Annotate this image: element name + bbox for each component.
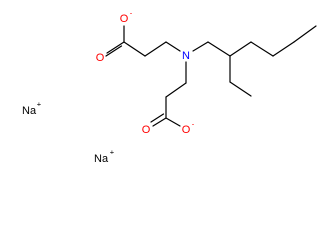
bond-c4-c5 — [207, 41, 231, 57]
structure-drawing: O - O N O O - Na + Na + — [22, 9, 317, 166]
sodium-ion-1-charge: + — [37, 100, 42, 109]
charge-bottom-oxygen: - — [192, 120, 195, 129]
atom-oxygen-top-carbonyl: O — [96, 52, 105, 64]
bond-c7-c8 — [272, 41, 295, 57]
atom-nitrogen: N — [182, 50, 190, 62]
atom-oxygen-bottom-carbonyl: O — [142, 124, 151, 136]
sodium-ion-2: Na — [94, 153, 109, 165]
sodium-ion-2-charge: + — [110, 148, 115, 157]
bonds — [105, 25, 317, 127]
bond-c14-o-minus — [165, 117, 181, 127]
bond-c6-c7 — [250, 41, 274, 57]
atom-oxygen-bottom-anion: O — [182, 124, 191, 136]
bond-c8-c9 — [293, 25, 317, 43]
bond-c14-o-double-b — [150, 113, 165, 123]
bond-c10-c11 — [229, 81, 252, 97]
charge-top-oxygen: - — [130, 9, 133, 18]
bond-c1-o-double-b — [105, 45, 123, 57]
bond-c3-n — [165, 41, 181, 52]
bond-c12-c13 — [165, 82, 187, 98]
atom-oxygen-top-anion: O — [120, 13, 129, 25]
bond-c5-c6 — [229, 41, 252, 57]
sodium-ion-1: Na — [22, 105, 37, 117]
counterions: Na + Na + — [22, 100, 115, 166]
bond-c2-c3 — [144, 41, 167, 57]
bond-c1-o-double-a — [106, 41, 125, 54]
bond-c14-o-double-a — [152, 117, 167, 127]
atom-labels: O - O N O O - — [96, 9, 195, 137]
bond-c1-c2 — [123, 41, 146, 57]
molecule-diagram: O - O N O O - Na + Na + — [22, 9, 317, 166]
bond-n-c4 — [192, 41, 209, 52]
